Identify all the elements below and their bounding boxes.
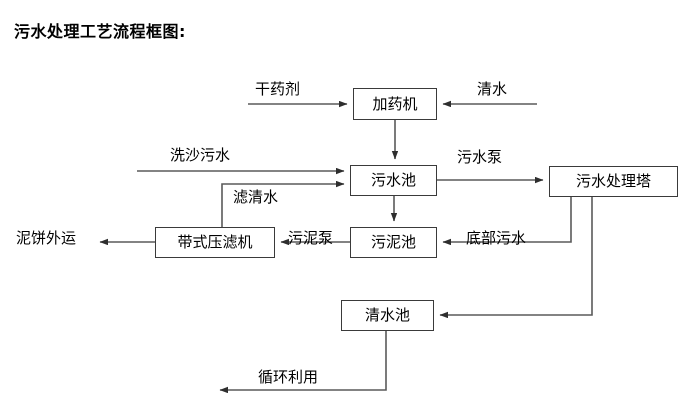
node-belt-filter-press[interactable]: 带式压滤机 xyxy=(155,227,275,258)
node-treatment-tower[interactable]: 污水处理塔 xyxy=(549,166,678,197)
node-dosing-machine[interactable]: 加药机 xyxy=(353,88,437,120)
edge-clear-water-pool-to-recycling-reuse xyxy=(219,331,387,394)
node-sludge-pool[interactable]: 污泥池 xyxy=(350,227,437,258)
node-label: 带式压滤机 xyxy=(177,233,253,251)
edge-label-clean-water: 清水 xyxy=(477,80,508,98)
page-title: 污水处理工艺流程框图: xyxy=(14,22,186,41)
edge-label-recycling-reuse: 循环利用 xyxy=(258,368,319,386)
node-label: 污泥池 xyxy=(370,233,416,251)
edge-label-bottom-sewage: 底部污水 xyxy=(466,229,527,247)
edge-treatment-tower-to-clear-water-pool xyxy=(439,197,593,319)
edge-bottom-sewage-to-sludge-pool xyxy=(442,197,572,246)
edge-label-sand-wash-sewage: 洗沙污水 xyxy=(170,146,231,164)
node-label: 清水池 xyxy=(364,306,410,324)
edge-filtered-water-to-sewage-pool xyxy=(221,180,345,227)
edge-label-dry-chemical: 干药剂 xyxy=(255,80,301,98)
edge-label-filtered-water: 滤清水 xyxy=(233,188,279,206)
node-label: 加药机 xyxy=(372,94,418,113)
edge-label-sludge-pump: 污泥泵 xyxy=(288,229,334,247)
node-clear-water-pool[interactable]: 清水池 xyxy=(341,300,434,331)
node-sewage-pool[interactable]: 污水池 xyxy=(350,165,437,196)
node-label: 污水处理塔 xyxy=(575,172,651,190)
node-label: 污水池 xyxy=(370,171,416,189)
edge-label-sewage-pump: 污水泵 xyxy=(457,148,503,166)
edge-label-mud-cake-transport: 泥饼外运 xyxy=(16,229,77,247)
